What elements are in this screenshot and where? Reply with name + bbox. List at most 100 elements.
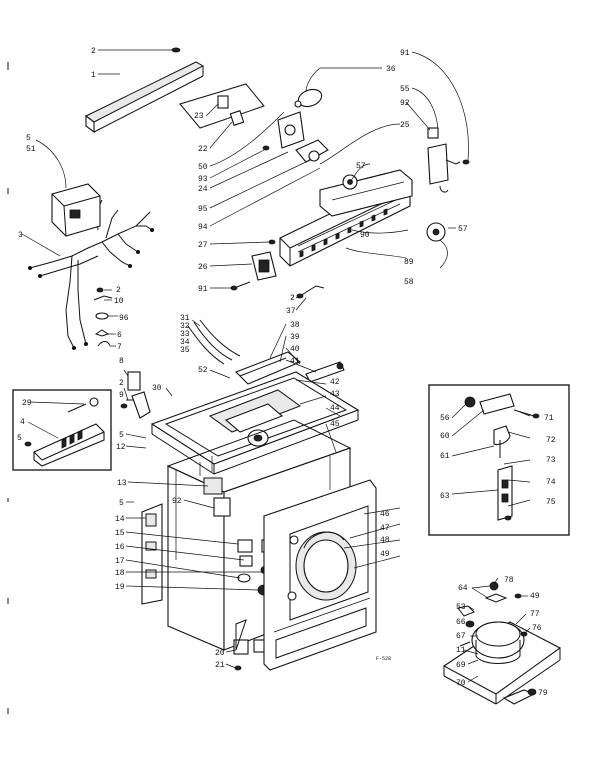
callout: 4	[20, 418, 25, 427]
callout: 17	[115, 557, 125, 566]
callout: 31	[180, 314, 190, 323]
timer-assembly	[262, 88, 329, 163]
callout: 51	[26, 145, 36, 154]
callout: 6	[117, 331, 122, 340]
callout: 61	[440, 452, 450, 461]
callout: 38	[290, 321, 300, 330]
callout: 66	[456, 618, 466, 627]
callout: 56	[440, 414, 450, 423]
idler-assembly-inset	[428, 384, 570, 536]
cabinet-top-panel	[150, 371, 360, 475]
callout: 74	[546, 478, 556, 487]
callout: 23	[194, 112, 204, 121]
callout: 42	[330, 378, 340, 387]
callout: 46	[380, 510, 390, 519]
junction-box	[51, 183, 101, 237]
top-trim-strip	[85, 61, 205, 134]
callout: 50	[198, 163, 208, 172]
callout: 64	[458, 584, 468, 593]
callout: 95	[198, 205, 208, 214]
callout: 94	[198, 223, 208, 232]
callout: 72	[546, 436, 556, 445]
callout: 90	[360, 231, 370, 240]
small-parts-top	[296, 285, 325, 299]
callout: 2	[119, 379, 124, 388]
callout: 79	[538, 689, 548, 698]
door-switch-parts	[120, 371, 151, 419]
switch-parts-console	[230, 239, 277, 291]
top-lid-frame	[235, 351, 302, 385]
callout: 5	[17, 434, 22, 443]
callout: 47	[380, 524, 390, 533]
callout: 12	[116, 443, 126, 452]
callout: 53	[456, 603, 466, 612]
callout: 18	[115, 569, 125, 578]
callout: 60	[440, 432, 450, 441]
callout: 92	[172, 497, 182, 506]
wiring-harness	[28, 199, 154, 350]
callout: 25	[400, 121, 410, 130]
callout: 49	[380, 550, 390, 559]
callout: 58	[404, 278, 414, 287]
callout: 8	[119, 357, 124, 366]
callout: 39	[290, 333, 300, 342]
callout: 45	[330, 420, 340, 429]
callout: 93	[198, 175, 208, 184]
callout: 7	[117, 343, 122, 352]
terminal-block-inset	[12, 389, 112, 471]
callout: 57	[356, 162, 366, 171]
callout-labels: 2 1 5 51 3 2 10 96 6 7 8 2 9 29 4 5 5 12…	[17, 47, 556, 698]
callout: 1	[91, 71, 96, 80]
callout: 2	[116, 286, 121, 295]
callout: 89	[404, 258, 414, 267]
callout: 35	[180, 346, 190, 355]
callout: 96	[119, 314, 129, 323]
callout: 19	[115, 583, 125, 592]
callout: 27	[198, 241, 208, 250]
callout: 3	[18, 231, 23, 240]
door-switch-right	[427, 127, 470, 193]
callout: 77	[530, 610, 540, 619]
callout: 76	[532, 624, 542, 633]
callout: 57	[458, 225, 468, 234]
callout: 71	[544, 414, 554, 423]
callout: 21	[215, 661, 225, 670]
callout: 16	[115, 543, 125, 552]
callout: 37	[286, 307, 296, 316]
callout: 5	[119, 499, 124, 508]
callout: 26	[198, 263, 208, 272]
callout: 55	[400, 85, 410, 94]
timer-bracket	[179, 83, 265, 129]
callout: 20	[215, 649, 225, 658]
callout: 34	[180, 338, 190, 347]
callout: 36	[386, 65, 396, 74]
drawing-code: F-528	[376, 656, 391, 662]
callout: 44	[330, 404, 340, 413]
callout: 5	[119, 431, 124, 440]
callout: 9	[119, 391, 124, 400]
callout: 10	[114, 297, 124, 306]
callout: 73	[546, 456, 556, 465]
screw-part	[171, 47, 181, 53]
small-hardware-left	[93, 287, 113, 347]
callout: 15	[115, 529, 125, 538]
front-door-panel	[263, 479, 377, 671]
callout: 43	[330, 390, 340, 399]
callout: 2	[91, 47, 96, 56]
callout: 5	[26, 134, 31, 143]
control-knob	[426, 222, 446, 242]
callout: 32	[180, 322, 190, 331]
callout: 48	[380, 536, 390, 545]
callout: 92	[400, 99, 410, 108]
callout: 91	[400, 49, 410, 58]
callout: 75	[546, 498, 556, 507]
callout: 13	[117, 479, 127, 488]
hinge-rods	[187, 319, 241, 365]
callout: 22	[198, 145, 208, 154]
callout: 30	[152, 384, 162, 393]
side-panel-left	[141, 503, 163, 605]
callout: 24	[198, 185, 208, 194]
callout: 11	[456, 646, 466, 655]
